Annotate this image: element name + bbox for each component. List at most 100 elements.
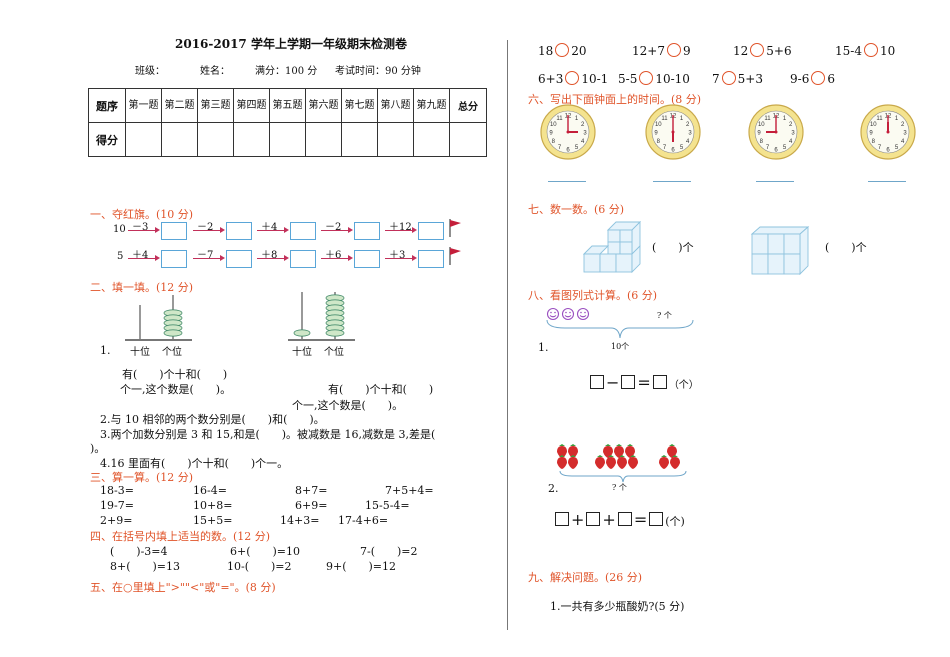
- compare-circle[interactable]: [750, 43, 765, 57]
- svg-text:8: 8: [552, 139, 556, 145]
- fill-item[interactable]: 7-( )=2: [360, 545, 418, 558]
- calc-item: 14+3=: [280, 514, 320, 527]
- score-cell[interactable]: [269, 122, 306, 157]
- row1-start: 10: [113, 224, 126, 235]
- abacus-left-ones: 个位: [162, 347, 182, 358]
- count-blank-left[interactable]: ( )个: [652, 241, 694, 254]
- svg-text:8: 8: [872, 139, 876, 145]
- score-cell[interactable]: [305, 122, 342, 157]
- score-row-header: 得分: [88, 122, 126, 157]
- svg-text:10: 10: [550, 122, 557, 128]
- calc-item: 15-5-4=: [365, 499, 410, 512]
- count-blank-right[interactable]: ( )个: [825, 241, 867, 254]
- chain-answer-box[interactable]: [161, 222, 187, 240]
- chain-answer-box[interactable]: [290, 250, 316, 268]
- score-cell[interactable]: [125, 122, 162, 157]
- answer-box[interactable]: [649, 512, 664, 526]
- chain-answer-box[interactable]: [418, 222, 444, 240]
- section-4-title: 四、在括号内填上适当的数。(12 分): [90, 530, 271, 543]
- svg-text:3: 3: [583, 131, 587, 137]
- chain-answer-box[interactable]: [418, 250, 444, 268]
- compare-right: 5+3: [737, 72, 763, 86]
- score-table-header: 题序: [88, 88, 126, 123]
- time-answer-line[interactable]: [756, 181, 794, 182]
- answer-box[interactable]: [555, 512, 569, 526]
- section-1-title: 一、夺红旗。(10 分): [90, 208, 194, 221]
- svg-text:6: 6: [566, 148, 570, 154]
- score-table: 题序 第一题 第二题 第三题 第四题 第五题 第六题 第七题 第八题 第九题 总…: [88, 88, 487, 157]
- answer-box[interactable]: [652, 375, 667, 389]
- score-cell[interactable]: [197, 122, 234, 157]
- score-cell[interactable]: [233, 122, 270, 157]
- score-cell[interactable]: [341, 122, 378, 157]
- compare-circle[interactable]: [565, 71, 580, 85]
- calc-item: 2+9=: [100, 514, 133, 527]
- answer-box[interactable]: [590, 375, 604, 389]
- svg-text:5: 5: [783, 145, 787, 151]
- calc-item: 8+7=: [295, 484, 328, 497]
- svg-text:8: 8: [760, 139, 764, 145]
- score-cell[interactable]: [161, 122, 198, 157]
- chain-arrow: [257, 227, 289, 233]
- chain-op-label: －2: [197, 222, 214, 233]
- score-cell[interactable]: [377, 122, 414, 157]
- fill-item[interactable]: 6+( )=10: [230, 545, 301, 558]
- svg-text:2: 2: [901, 122, 905, 128]
- svg-text:6: 6: [774, 148, 778, 154]
- score-cell[interactable]: [449, 122, 487, 157]
- cube-stack-left: [582, 220, 642, 274]
- svg-text:4: 4: [901, 139, 905, 145]
- fill-item[interactable]: 10-( )=2: [227, 560, 292, 573]
- chain-op-label: ＋6: [325, 250, 342, 261]
- chain-arrow: [193, 227, 225, 233]
- chain-op-label: ＋4: [261, 222, 278, 233]
- answer-box[interactable]: [621, 375, 636, 389]
- section-9-title: 九、解决问题。(26 分): [528, 571, 643, 584]
- svg-text:9: 9: [654, 131, 658, 137]
- svg-text:11: 11: [764, 116, 771, 122]
- q1-left-line2: 个一,这个数是( )。: [120, 383, 232, 396]
- abacus-left: [125, 295, 192, 341]
- answer-box[interactable]: [617, 512, 632, 526]
- compare-left: 15-4: [835, 44, 862, 58]
- compare-left: 6+3: [538, 72, 564, 86]
- abacus-right-tens: 十位: [292, 347, 312, 358]
- compare-circle[interactable]: [639, 71, 654, 85]
- svg-text:3: 3: [688, 131, 692, 137]
- chain-answer-box[interactable]: [161, 250, 187, 268]
- fill-item[interactable]: 8+( )=13: [110, 560, 181, 573]
- compare-circle[interactable]: [863, 43, 878, 57]
- fill-item[interactable]: 9+( )=12: [326, 560, 397, 573]
- chain-answer-box[interactable]: [226, 222, 252, 240]
- chain-answer-box[interactable]: [354, 222, 380, 240]
- fill-item[interactable]: ( )-3=4: [110, 545, 168, 558]
- time-answer-line[interactable]: [868, 181, 906, 182]
- svg-text:7: 7: [663, 145, 667, 151]
- compare-circle[interactable]: [811, 71, 826, 85]
- chain-answer-box[interactable]: [226, 250, 252, 268]
- chain-answer-box[interactable]: [354, 250, 380, 268]
- time-answer-line[interactable]: [548, 181, 586, 182]
- compare-circle[interactable]: [666, 43, 681, 57]
- chain-answer-box[interactable]: [290, 222, 316, 240]
- calc-item: 15+5=: [193, 514, 233, 527]
- chain-arrow: [257, 255, 289, 261]
- compare-circle[interactable]: [721, 71, 736, 85]
- compare-circle[interactable]: [555, 43, 570, 57]
- score-cell[interactable]: [413, 122, 450, 157]
- svg-text:6: 6: [671, 148, 675, 154]
- answer-box[interactable]: [586, 512, 601, 526]
- compare-right: 5+6: [766, 44, 792, 58]
- chain-arrow: [193, 255, 225, 261]
- time-answer-line[interactable]: [653, 181, 691, 182]
- chain-arrow: [385, 255, 417, 261]
- q1-right-line1: 有( )个十和( ): [328, 383, 434, 396]
